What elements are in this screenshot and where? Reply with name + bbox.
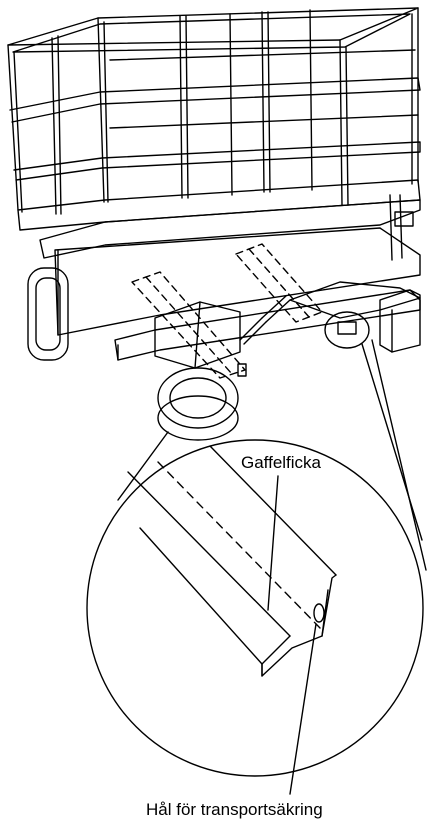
pocket-edge-back [157, 461, 321, 629]
transport-hole [313, 603, 325, 623]
fork-pocket-label: Gaffelficka [241, 453, 322, 472]
magnifier-leaders [117, 339, 427, 571]
pocket-edge-top [127, 471, 291, 637]
detail-magnifier [86, 439, 424, 795]
platform-deck [39, 194, 421, 261]
detail-markers [157, 311, 370, 441]
transport-hole-label: Hål för transportsäkring [146, 800, 323, 819]
fork-pockets [131, 243, 323, 379]
transport-hole-leader [289, 623, 317, 795]
pocket-edge-bottom [139, 527, 263, 665]
pocket-edge-mid [209, 445, 337, 576]
fork-pocket-leader [267, 475, 279, 611]
chassis [27, 227, 421, 429]
guard-rail-cage [7, 7, 421, 231]
